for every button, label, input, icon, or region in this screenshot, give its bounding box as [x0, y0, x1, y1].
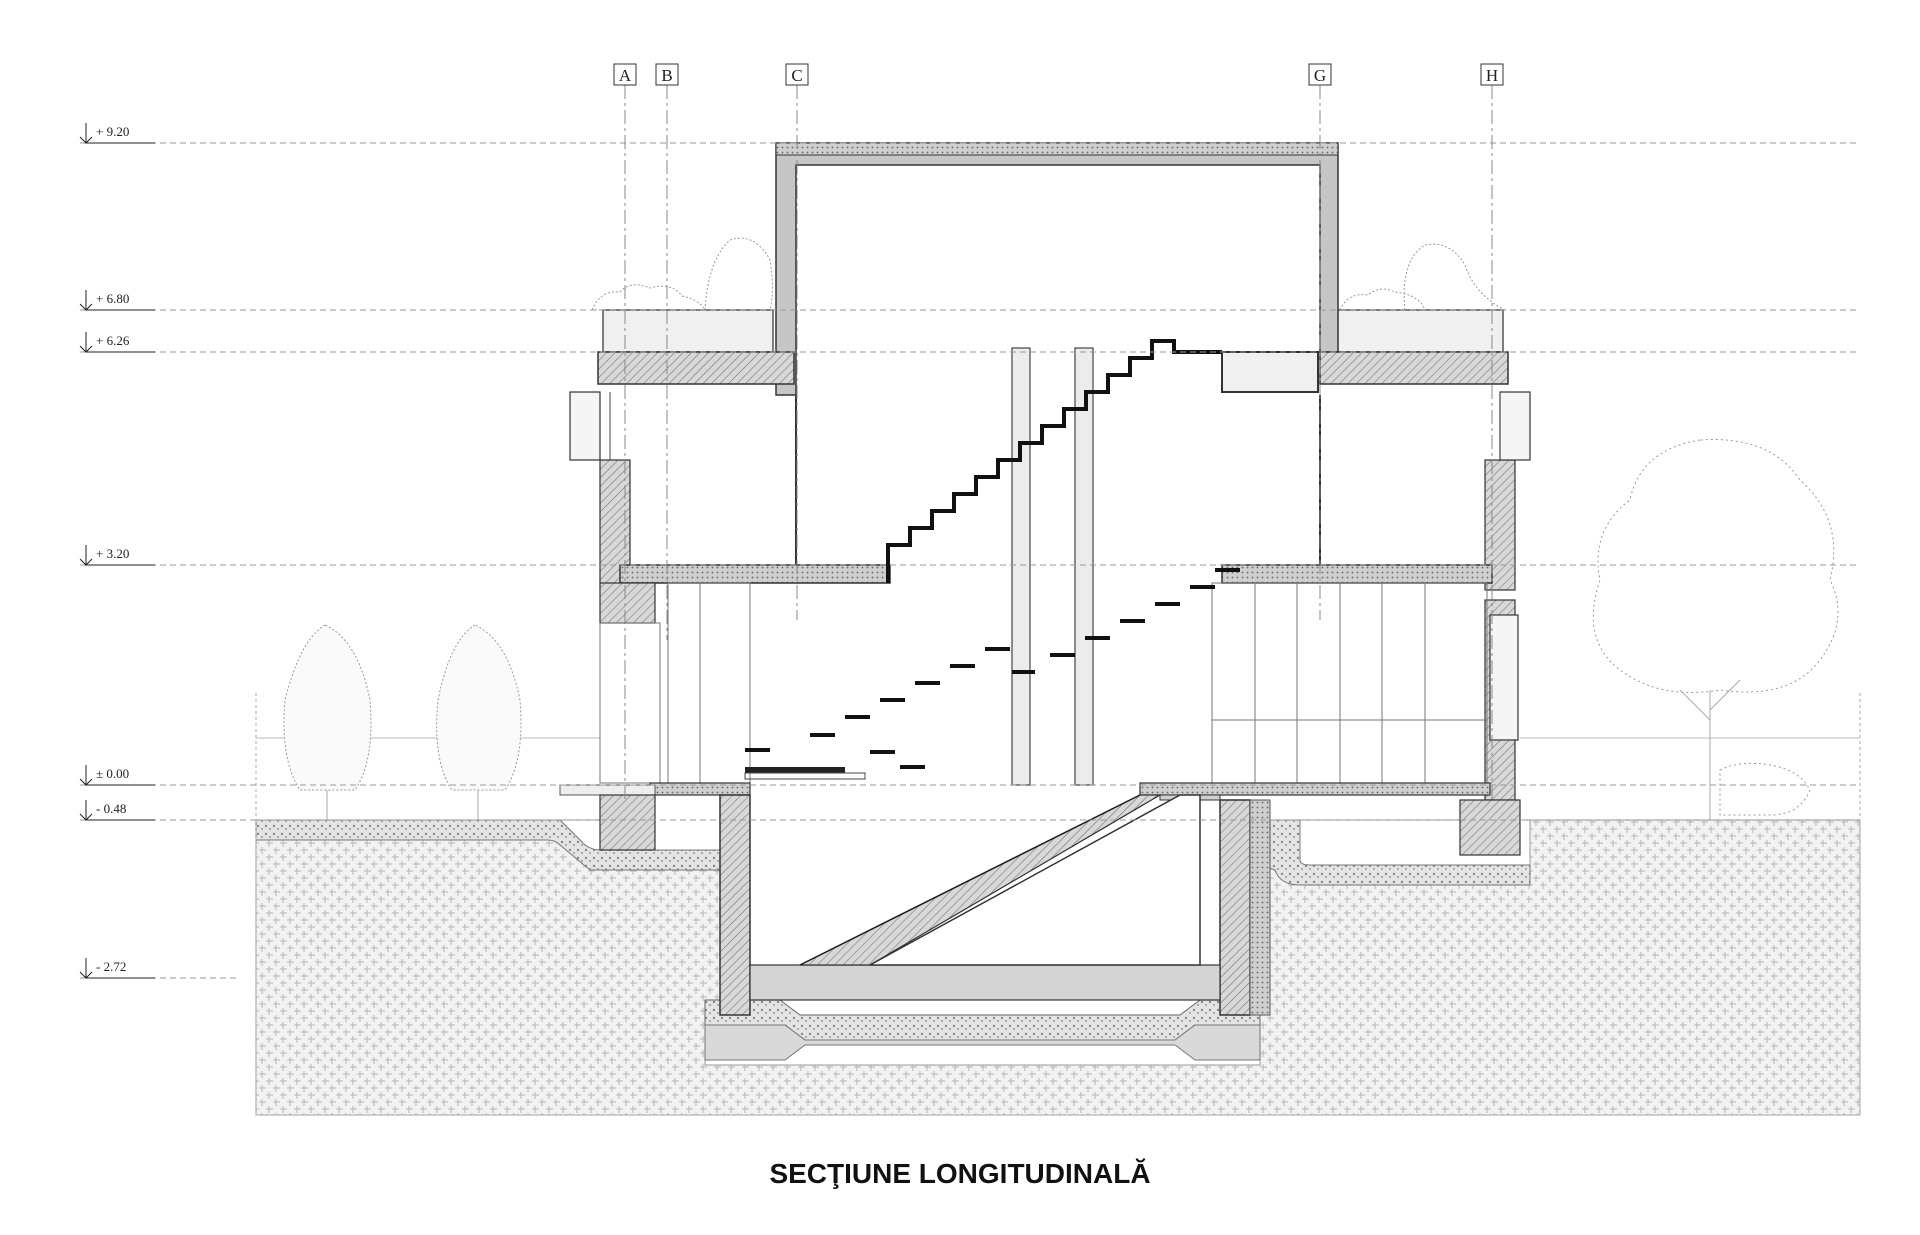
tree-left-2 — [436, 624, 522, 820]
level-lines — [80, 142, 1860, 979]
stair-landing — [744, 767, 866, 780]
glazing — [599, 582, 1488, 784]
stair-upper — [886, 339, 1222, 583]
axis-tag-g: G — [1308, 63, 1332, 86]
level-label-6-80: + 6.80 — [96, 291, 129, 306]
stair-middle — [745, 568, 1240, 769]
level-label-6-26: + 6.26 — [96, 333, 130, 348]
basement — [599, 794, 1521, 1016]
axis-lines — [624, 85, 1493, 800]
tree-left-1 — [283, 624, 372, 820]
ground — [255, 693, 1861, 1116]
axis-label-a: A — [619, 66, 632, 85]
level-label-minus-2-72: - 2.72 — [96, 959, 126, 974]
level-label-3-20: + 3.20 — [96, 546, 129, 561]
axis-tag-c: C — [785, 63, 809, 86]
level-markers — [79, 123, 155, 979]
axis-label-c: C — [791, 66, 802, 85]
axis-tags: A B C G H — [613, 63, 1504, 86]
level-labels: + 9.20 + 6.80 + 6.26 + 3.20 ± 0.00 - 0.4… — [96, 124, 130, 974]
axis-label-h: H — [1486, 66, 1498, 85]
axis-tag-a: A — [613, 63, 637, 86]
level-label-9-20: + 9.20 — [96, 124, 129, 139]
drawing-title: SECŢIUNE LONGITUDINALĂ — [769, 1158, 1150, 1189]
axis-tag-b: B — [655, 63, 679, 86]
axis-tag-h: H — [1480, 63, 1504, 86]
columns — [1011, 347, 1094, 786]
slab-ground-floor — [559, 782, 1491, 796]
green-roofs — [602, 309, 1504, 353]
axis-label-g: G — [1314, 66, 1326, 85]
slab-first-floor — [599, 564, 1493, 624]
level-label-0-00: ± 0.00 — [96, 766, 129, 781]
roof-plants — [591, 237, 1506, 311]
axis-label-b: B — [661, 66, 672, 85]
upper-volume — [569, 142, 1531, 801]
tree-right — [1592, 439, 1839, 820]
level-label-minus-0-48: - 0.48 — [96, 801, 126, 816]
